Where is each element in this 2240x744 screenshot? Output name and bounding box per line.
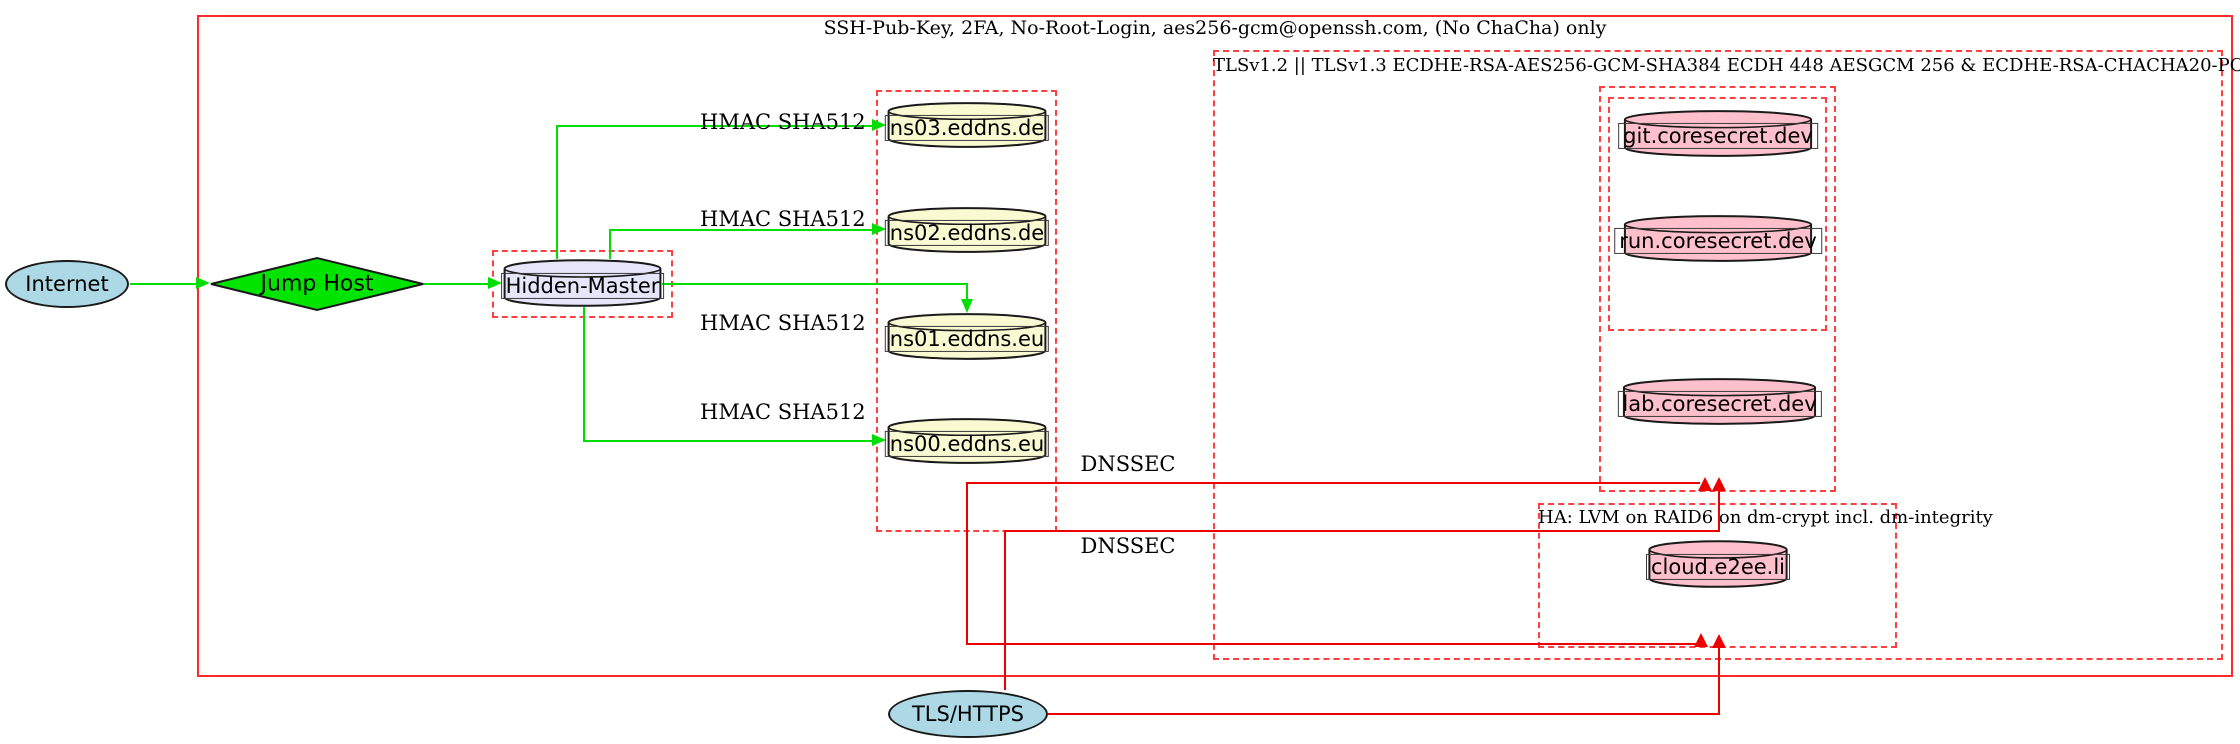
edge-label-hmac-ns03: HMAC SHA512 <box>700 110 866 134</box>
node-lab-label: lab.coresecret.dev <box>1617 391 1822 418</box>
edge-label-hmac-ns02: HMAC SHA512 <box>700 207 866 231</box>
arrowhead-ha-1 <box>1694 633 1708 647</box>
edge-dns-coresecret-h <box>966 482 1700 484</box>
cylinder-shape <box>503 259 662 307</box>
edge-tlshttps-coresecret-v2 <box>1718 491 1720 531</box>
edge-label-hmac-ns01: HMAC SHA512 <box>700 311 866 335</box>
edge-label-dnssec-1: DNSSEC <box>1080 452 1176 476</box>
ssh-cluster-label: SSH-Pub-Key, 2FA, No-Root-Login, aes256-… <box>823 17 1607 39</box>
edge-hm-ns03-h <box>556 125 872 127</box>
node-cloud: cloud.e2ee.li <box>1645 540 1791 588</box>
node-run-label: run.coresecret.dev <box>1614 228 1822 255</box>
node-run: run.coresecret.dev <box>1614 215 1822 262</box>
edge-tlshttps-ha-v <box>1718 648 1720 714</box>
diamond-shape <box>210 256 424 312</box>
arrowhead-ns00 <box>872 434 886 446</box>
edge-dns-coresecret-v <box>966 483 968 532</box>
node-jump-host: Jump Host <box>210 256 424 312</box>
node-tls-https-label: TLS/HTTPS <box>911 702 1024 726</box>
node-jump-host-label: Jump Host <box>260 271 374 297</box>
edge-hm-ns03-v <box>556 126 558 259</box>
node-ns03: ns03.eddns.de <box>884 102 1050 148</box>
git-run-subcluster-box <box>1608 97 1827 331</box>
arrowhead-jumphost <box>196 277 210 289</box>
edge-label-hmac-ns00: HMAC SHA512 <box>700 400 866 424</box>
arrowhead-hiddenmaster <box>488 277 502 289</box>
node-cloud-label: cloud.e2ee.li <box>1645 553 1791 580</box>
cylinder-shape <box>1622 378 1817 425</box>
arrowhead-ha-2 <box>1712 634 1726 648</box>
node-hidden-master: Hidden-Master <box>500 259 665 307</box>
cylinder-shape <box>1648 540 1788 588</box>
node-tls-https: TLS/HTTPS <box>888 690 1048 738</box>
edge-label-dnssec-2: DNSSEC <box>1080 534 1176 558</box>
node-internet-label: Internet <box>25 272 109 296</box>
arrowhead-coresecret-2 <box>1712 477 1726 491</box>
node-git: git.coresecret.dev <box>1618 110 1818 157</box>
cylinder-shape <box>1623 215 1813 262</box>
edge-dns-ha-v <box>966 532 968 644</box>
ssh-cluster-box <box>197 15 2233 677</box>
edge-tlshttps-ha-h <box>1048 713 1720 715</box>
node-git-label: git.coresecret.dev <box>1618 123 1818 150</box>
ha-cluster-label: HA: LVM on RAID6 on dm-crypt incl. dm-in… <box>1538 507 1993 528</box>
node-ns01: ns01.eddns.eu <box>884 313 1050 360</box>
edge-hm-ns01-h <box>662 283 968 285</box>
node-ns02: ns02.eddns.de <box>884 207 1050 253</box>
node-hidden-master-label: Hidden-Master <box>500 272 665 299</box>
node-ns02-label: ns02.eddns.de <box>884 219 1050 246</box>
edge-hm-ns00-h <box>583 440 872 442</box>
arrowhead-ns03 <box>872 119 886 131</box>
coresecret-cluster-box <box>1599 86 1836 492</box>
edge-hm-ns01-v <box>966 283 968 300</box>
edge-hm-ns02-v <box>609 230 611 259</box>
node-ns00-label: ns00.eddns.eu <box>884 430 1050 457</box>
node-ns00: ns00.eddns.eu <box>884 418 1050 464</box>
arrowhead-ns01 <box>961 299 973 313</box>
arrowhead-coresecret-1 <box>1698 477 1712 491</box>
edge-internet-jumphost <box>130 283 196 285</box>
cylinder-shape <box>887 313 1047 360</box>
edge-tlshttps-coresecret-h <box>1004 530 1720 532</box>
edge-hm-ns02-h <box>609 229 872 231</box>
node-lab: lab.coresecret.dev <box>1617 378 1822 425</box>
node-internet: Internet <box>5 260 129 308</box>
edge-dns-ha-h <box>966 643 1698 645</box>
edge-jumphost-hiddenmaster <box>423 283 488 285</box>
tls-cluster-label: TLSv1.2 || TLSv1.3 ECDHE-RSA-AES256-GCM-… <box>1213 55 2240 76</box>
cylinder-shape <box>1623 110 1813 157</box>
node-ns03-label: ns03.eddns.de <box>884 114 1050 141</box>
arrowhead-ns02 <box>872 223 886 235</box>
edge-hm-ns00-v <box>583 307 585 441</box>
node-ns01-label: ns01.eddns.eu <box>884 326 1050 353</box>
edge-tlshttps-coresecret-v1 <box>1004 531 1006 690</box>
